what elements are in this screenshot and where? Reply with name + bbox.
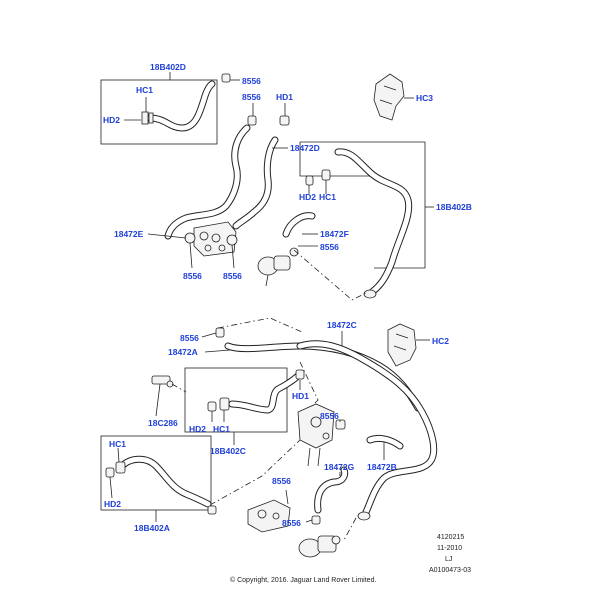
hose-18b402a <box>118 455 212 508</box>
label-18472c: 18472C <box>327 320 357 330</box>
label-hc1-d: HC1 <box>109 439 126 449</box>
footer-initials: LJ <box>445 556 452 563</box>
label-hc3: HC3 <box>416 93 433 103</box>
hose-18472e <box>164 124 251 240</box>
hose-18472c <box>296 340 438 521</box>
bracket-hc3 <box>373 73 414 121</box>
label-18472e: 18472E <box>114 229 144 239</box>
dash-link-top <box>293 249 369 301</box>
label-18b402a: 18B402A <box>134 523 170 533</box>
clamp-hd1-b <box>295 369 305 390</box>
clip-8556-b <box>247 103 257 126</box>
label-hc1-b: HC1 <box>319 192 336 202</box>
label-8556-b: 8556 <box>242 92 261 102</box>
label-hd2-d: HD2 <box>104 499 121 509</box>
label-hc1-a: HC1 <box>136 85 153 95</box>
clamps-hc1-hd2-d <box>105 447 126 499</box>
label-8556-f: 8556 <box>180 333 199 343</box>
clip-8556-a <box>221 73 240 83</box>
label-hd1-b: HD1 <box>292 391 309 401</box>
dash-link-a <box>217 317 303 333</box>
clip-8556-f <box>335 419 346 430</box>
valve-bottom-2 <box>247 499 291 533</box>
hose-18b402d <box>146 80 216 132</box>
callout-box-18b402c <box>184 367 288 433</box>
hose-18b402c <box>228 370 304 414</box>
label-hd2-a: HD2 <box>103 115 120 125</box>
label-18472g: 18472G <box>324 462 355 472</box>
hose-18b402b <box>334 148 413 299</box>
label-18b402d: 18B402D <box>150 62 186 72</box>
label-18472d: 18472D <box>290 143 320 153</box>
label-8556-a: 8556 <box>242 76 261 86</box>
label-8556-e: 8556 <box>223 271 242 281</box>
footer-date: 11-2010 <box>437 545 462 552</box>
clip-8556-i <box>305 515 321 525</box>
label-8556-h: 8556 <box>272 476 291 486</box>
clip-8556-d <box>226 234 238 269</box>
label-8556-c: 8556 <box>320 242 339 252</box>
clamp-hc1-top <box>141 111 154 125</box>
hose-18472d-left <box>232 136 279 230</box>
label-18472f: 18472F <box>320 229 349 239</box>
label-hc2: HC2 <box>432 336 449 346</box>
label-18472a: 18472A <box>168 347 198 357</box>
valve-block-top <box>193 221 237 257</box>
clamps-hd2-hc1-c <box>207 397 230 422</box>
label-8556-i: 8556 <box>282 518 301 528</box>
footer-copyright: © Copyright, 2016. Jaguar Land Rover Lim… <box>230 576 376 584</box>
hose-18472f <box>282 212 316 238</box>
pump-bottom <box>298 535 341 558</box>
hose-18472b <box>366 434 404 450</box>
clip-8556-e <box>215 327 225 338</box>
clip-8556-c <box>184 232 196 269</box>
label-hc1-c: HC1 <box>213 424 230 434</box>
label-hd2-c: HD2 <box>189 424 206 434</box>
clamps-hd2-hc1-b <box>305 169 331 194</box>
valve-block-bottom <box>297 403 335 467</box>
label-8556-g: 8556 <box>320 411 339 421</box>
clip-8556-18b402a <box>207 505 217 515</box>
footer-ref: A0100473-03 <box>429 567 471 574</box>
callout-box-18b402b <box>299 141 426 269</box>
dash-link-d <box>343 517 357 541</box>
label-18c286: 18C286 <box>148 418 178 428</box>
hose-18472g <box>314 466 349 514</box>
pump-top <box>257 247 299 287</box>
label-18b402c: 18B402C <box>210 446 246 456</box>
footer-code: 4120215 <box>437 534 464 541</box>
label-18472b: 18472B <box>367 462 397 472</box>
dash-link-c <box>209 439 301 506</box>
label-18b402b: 18B402B <box>436 202 472 212</box>
sensor-18c286 <box>151 375 187 417</box>
bracket-hc2 <box>387 323 430 367</box>
callout-box-18b402d <box>100 79 218 145</box>
label-hd2-b: HD2 <box>299 192 316 202</box>
label-8556-d: 8556 <box>183 271 202 281</box>
clamp-hd1-a <box>279 103 290 126</box>
label-hd1-a: HD1 <box>276 92 293 102</box>
